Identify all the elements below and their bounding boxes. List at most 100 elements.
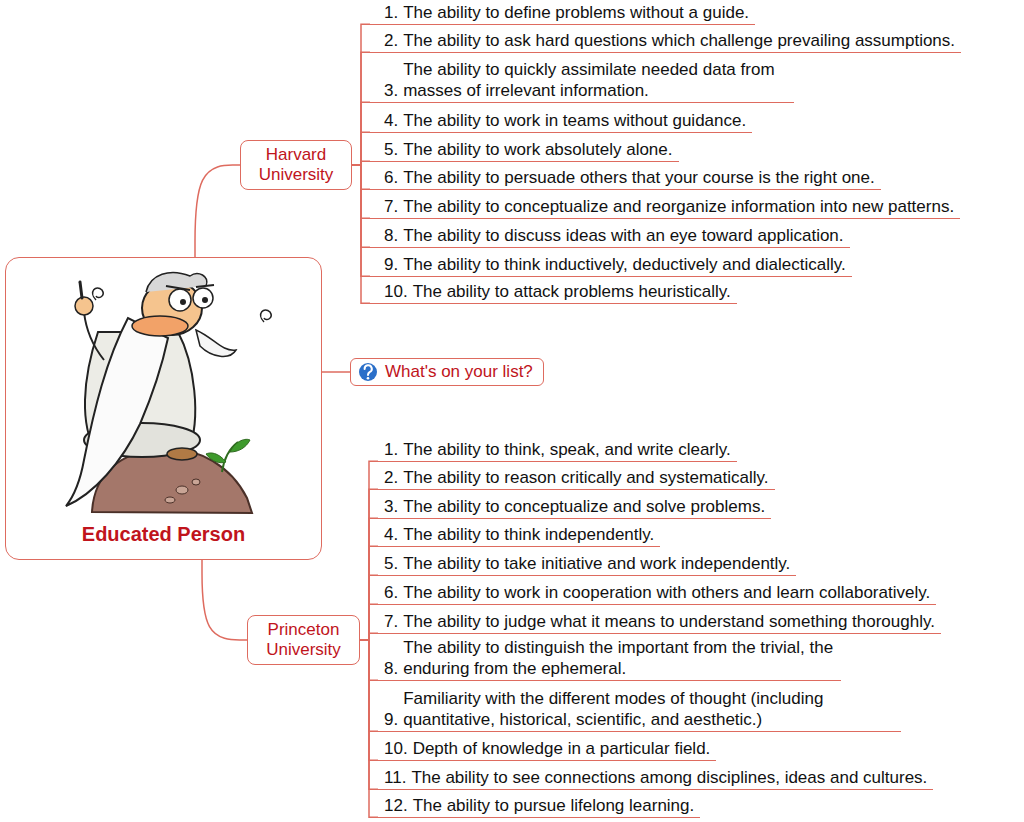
illustration-part <box>359 363 377 381</box>
item-number: 1. <box>384 2 398 23</box>
illustration-part <box>66 318 168 506</box>
item-number: 10. <box>384 738 408 759</box>
illustration-part <box>93 288 103 300</box>
branch-line <box>322 371 350 373</box>
item-number: 4. <box>384 110 398 131</box>
item-number: 6. <box>384 582 398 603</box>
list-item: 10.The ability to attack problems heuris… <box>370 281 737 304</box>
item-text: The ability to work in cooperation with … <box>403 582 930 603</box>
item-text: The ability to think, speak, and write c… <box>403 439 731 460</box>
illustration-part <box>169 289 191 311</box>
item-text: The ability to distinguish the important… <box>403 637 835 679</box>
list-item: 2.The ability to reason critically and s… <box>378 467 775 490</box>
swirls <box>93 288 271 322</box>
list-item: 4.The ability to think independently. <box>378 524 660 547</box>
item-number: 11. <box>384 767 406 788</box>
item-text: The ability to ask hard questions which … <box>403 30 955 51</box>
item-number: 6. <box>384 167 398 188</box>
item-number: 9. <box>384 254 398 275</box>
item-text: The ability to persuade others that your… <box>403 167 875 188</box>
list-item: 4.The ability to work in teams without g… <box>370 110 752 133</box>
branch-topic: Princeton University <box>247 615 360 665</box>
item-number: 3. <box>384 80 398 101</box>
list-item: 1.The ability to think, speak, and write… <box>378 439 737 462</box>
item-text: Depth of knowledge in a particular field… <box>413 738 711 759</box>
illustration-part <box>176 486 188 494</box>
branch-line <box>360 604 378 640</box>
list-item: 12.The ability to pursue lifelong learni… <box>378 795 700 818</box>
item-text: The ability to take initiative and work … <box>403 553 790 574</box>
beard <box>66 318 236 506</box>
item-text: The ability to pursue lifelong learning. <box>413 795 695 816</box>
illustration-part <box>365 365 372 375</box>
item-text: The ability to think independently. <box>403 524 654 545</box>
list-item: 1.The ability to define problems without… <box>370 2 755 25</box>
illustration-part <box>167 448 197 460</box>
illustration-part <box>132 316 188 336</box>
branch-line <box>360 575 378 640</box>
item-text: The ability to reason critically and sys… <box>403 467 768 488</box>
illustration-part <box>84 312 104 360</box>
list-item: 3.The ability to quickly assimilate need… <box>370 59 794 103</box>
list-item: 5.The ability to work absolutely alone. <box>370 139 679 162</box>
branch-topic: Harvard University <box>240 140 352 190</box>
item-number: 12. <box>384 795 408 816</box>
item-text: The ability to discuss ideas with an eye… <box>403 225 843 246</box>
list-item: 6.The ability to work in cooperation wit… <box>378 582 936 605</box>
branch-line <box>360 640 378 817</box>
item-text: The ability to conceptualize and reorgan… <box>403 196 954 217</box>
illustration-part <box>180 299 186 305</box>
illustration-part <box>230 439 250 452</box>
list-item: 2.The ability to ask hard questions whic… <box>370 30 961 53</box>
item-text: The ability to quickly assimilate needed… <box>403 59 788 101</box>
item-number: 3. <box>384 496 398 517</box>
item-number: 1. <box>384 439 398 460</box>
item-number: 9. <box>384 709 398 730</box>
list-item: 10.Depth of knowledge in a particular fi… <box>378 738 716 761</box>
branch-line <box>352 165 370 303</box>
question-topic: What's on your list? <box>350 358 544 386</box>
list-item: 5.The ability to take initiative and wor… <box>378 553 796 576</box>
item-number: 4. <box>384 524 398 545</box>
list-item: 3.The ability to conceptualize and solve… <box>378 496 771 519</box>
item-number: 2. <box>384 467 398 488</box>
branch-line <box>360 633 378 640</box>
list-item: 9.Familiarity with the different modes o… <box>378 688 901 732</box>
illustration-part <box>80 282 82 298</box>
item-number: 7. <box>384 196 398 217</box>
list-item: 7.The ability to judge what it means to … <box>378 611 941 634</box>
item-text: The ability to define problems without a… <box>403 2 749 23</box>
illustration-part <box>192 479 200 485</box>
central-topic: Educated Person <box>5 257 322 560</box>
item-text: Familiarity with the different modes of … <box>403 688 895 730</box>
illustration-part <box>165 497 175 503</box>
branch-line <box>360 518 378 640</box>
list-item: 8.The ability to discuss ideas with an e… <box>370 225 850 248</box>
illustration-part <box>196 330 236 356</box>
branch-line <box>360 546 378 640</box>
list-item: 6.The ability to persuade others that yo… <box>370 167 881 190</box>
list-item: 9.The ability to think inductively, dedu… <box>370 254 852 277</box>
illustration-part <box>202 297 208 303</box>
item-number: 2. <box>384 30 398 51</box>
branch-line <box>352 132 370 165</box>
list-item: 7.The ability to conceptualize and reorg… <box>370 196 960 219</box>
list-item: 11.The ability to see connections among … <box>378 767 933 790</box>
item-number: 8. <box>384 658 398 679</box>
topic-label: Princeton University <box>256 620 351 660</box>
illustration-part <box>206 453 226 463</box>
branch-line <box>360 489 378 640</box>
item-number: 8. <box>384 225 398 246</box>
branch-line <box>352 24 370 165</box>
illustration-part <box>193 288 213 308</box>
branch-line <box>352 52 370 165</box>
item-text: The ability to think inductively, deduct… <box>403 254 846 275</box>
plant <box>206 439 250 472</box>
illustration-part <box>75 297 93 315</box>
illustration-part <box>261 310 271 322</box>
topic-label: Harvard University <box>249 145 343 185</box>
arm <box>75 282 104 360</box>
branch-line <box>202 560 247 640</box>
item-number: 10. <box>384 281 408 302</box>
illustration-part <box>367 377 370 380</box>
